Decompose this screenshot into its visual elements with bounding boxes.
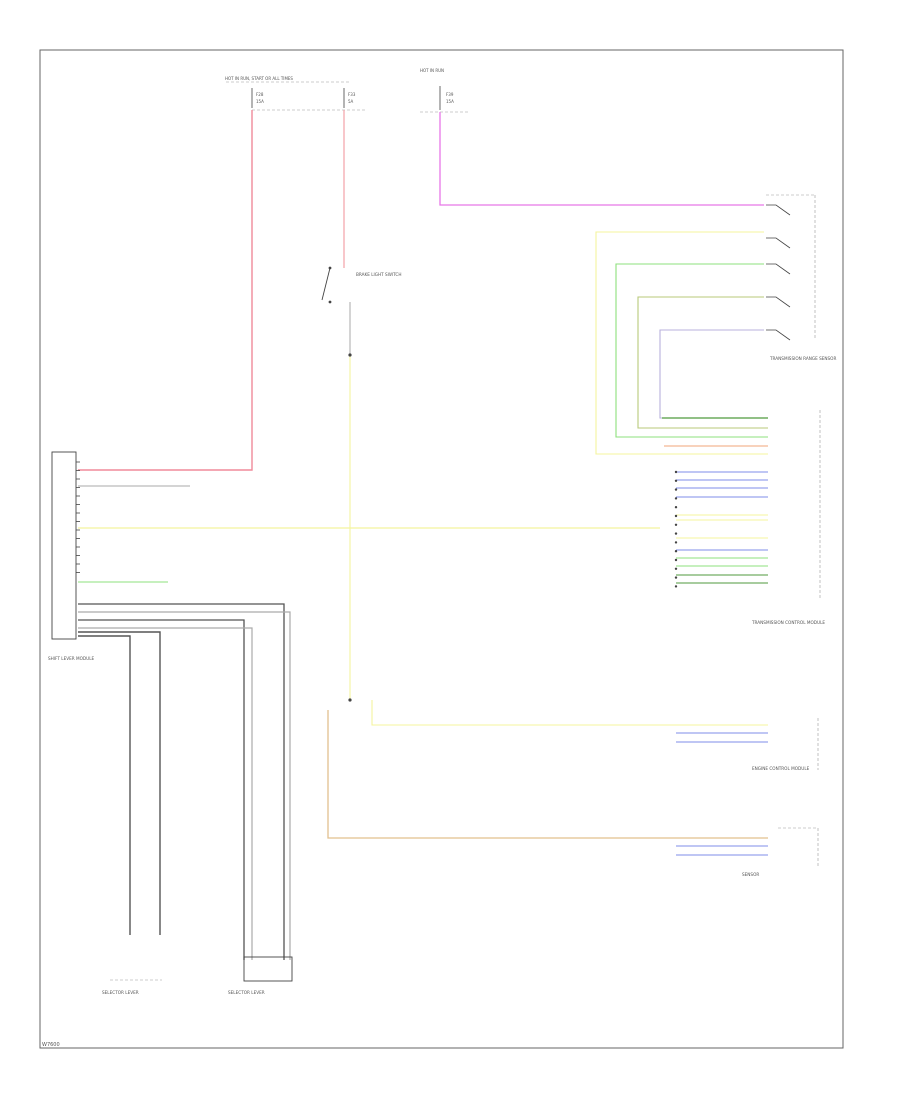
engine-control-module: ENGINE CONTROL MODULE [752,718,819,771]
range-switch-3 [766,263,791,275]
tcm-pins [674,470,678,588]
tcm-pin [674,576,678,579]
wire-range-violet [659,329,768,419]
wire-lever-5 [78,635,131,935]
tcm-pin [674,488,678,491]
tcm-pin [674,567,678,570]
tcm-pin [674,514,678,518]
wire-lever-4 [78,627,253,960]
shift-lever-module-label: SHIFT LEVER MODULE [48,656,95,661]
range-switches [766,204,791,341]
tcm-pin [674,470,678,474]
ecm-label: ENGINE CONTROL MODULE [752,766,810,771]
fuse-a-label: F28 [256,92,264,97]
wire-lever-1 [78,603,285,960]
tcm-pin [674,532,678,535]
range-switch-5 [766,329,791,341]
wire-red-power [78,110,253,471]
splice-point [348,353,352,357]
sensor-right: SENSOR [742,827,819,877]
sensor-right-label: SENSOR [742,872,759,877]
brake-switch: BRAKE LIGHT SWITCH [321,266,401,304]
wire-lever-6 [78,631,161,935]
module-pins [76,461,80,573]
tcm-pin [674,585,678,588]
tcm-label: TRANSMISSION CONTROL MODULE [751,620,825,625]
wire-range-green [615,263,768,438]
footer-id: W7600 [42,1042,60,1048]
wire-tan-sensor [327,710,768,839]
fuse-b-amps: 5A [348,99,354,104]
transmission-range-sensor-label: TRANSMISSION RANGE SENSOR [769,356,836,361]
wire-lever-2 [78,611,291,960]
range-switch-4 [766,296,791,308]
transmission-control-module: TRANSMISSION CONTROL MODULE [674,410,825,625]
tcm-pin [674,506,678,509]
fuse-right-label: F39 [446,92,454,97]
fuse-a-amps: 15A [256,99,264,104]
wire-range-olive [637,296,768,429]
wires [78,110,768,960]
tcm-pin [674,550,678,553]
diagram-frame [39,49,844,1049]
selector-lever-right-label: SELECTOR LEVER [228,990,265,995]
fuse-block-left: HOT IN RUN, START OR ALL TIMES F28 15A F… [225,76,366,111]
fuse-block-right: HOT IN RUN F39 15A [420,68,470,113]
tcm-pin [674,479,678,482]
selector-lever-left-label: SELECTOR LEVER [102,990,139,995]
selector-lever-right: SELECTOR LEVER [228,956,293,995]
selector-lever-left: SELECTOR LEVER [102,979,162,995]
shift-lever-module: SHIFT LEVER MODULE [48,451,95,661]
tcm-pin [674,523,678,526]
transmission-range-sensor: TRANSMISSION RANGE SENSOR [766,194,836,361]
fuse-b-label: F33 [348,92,356,97]
brake-switch-label: BRAKE LIGHT SWITCH [356,272,401,277]
tcm-pin [674,497,678,500]
wire-lever-3 [78,619,245,960]
wire-magenta-feed [439,112,764,206]
range-switch-2 [766,237,791,249]
fuse-right-amps: 15A [446,99,454,104]
fuse-block-right-title: HOT IN RUN [420,68,444,73]
tcm-pin [674,541,678,544]
range-switch-1 [766,204,791,216]
splice-point [348,698,352,702]
tcm-pin [674,558,678,562]
wire-range-yellow [595,231,768,455]
wire-yellow-ecm [371,700,768,726]
fuse-block-left-title: HOT IN RUN, START OR ALL TIMES [225,76,293,81]
